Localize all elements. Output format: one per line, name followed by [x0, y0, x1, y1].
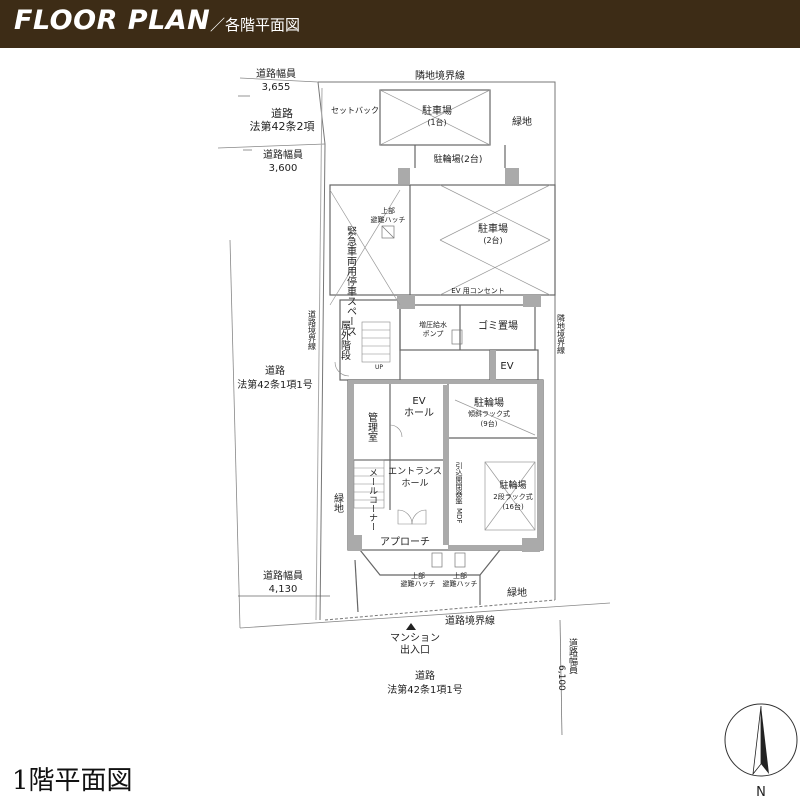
upper-hatch-2a: 上部: [411, 571, 425, 580]
entrance-hall-a: エントランス: [388, 466, 442, 477]
bicycle-16-type: 2段ラック式: [493, 492, 532, 501]
green-1-label: 緑地: [512, 115, 532, 128]
mansion-entrance-b: 出入口: [400, 643, 430, 656]
parking-2-label: 駐車場: [478, 222, 508, 235]
entrance-hall-b: ホール: [401, 478, 428, 489]
road-width-top-1: 道路幅員: [256, 67, 296, 80]
road-boundary-left: 道路境界線: [308, 309, 317, 350]
parking-2-count: (2台): [483, 235, 502, 245]
green-left-label: 緑地: [332, 492, 344, 513]
garbage-label: ゴミ置場: [478, 319, 518, 332]
stairs: [353, 321, 391, 509]
emergency-space-label: 緊急車両用停車スペース: [345, 226, 357, 336]
bicycle-16-label: 駐輪場: [499, 479, 526, 491]
bicycle-9-type: 傾斜ラック式: [468, 409, 510, 418]
road-width-top-2-value: 3,600: [269, 163, 298, 174]
upper-hatch-1a: 上部: [381, 206, 395, 215]
header-bar: FLOOR PLAN ／各階平面図: [0, 0, 800, 48]
compass-north-label: N: [756, 785, 766, 800]
green-bottom-label: 緑地: [507, 586, 527, 599]
upper-hatch-3a: 上部: [453, 571, 467, 580]
road-main-law: 法第42条1項1号: [387, 683, 462, 696]
entrance-arrow-icon: [406, 623, 416, 630]
road-boundary-bottom: 道路境界線: [445, 614, 495, 627]
booster-pump-a: 増圧給水: [419, 320, 447, 329]
floor-label: 1階平面図: [12, 766, 133, 796]
mansion-entrance-a: マンション: [390, 633, 440, 644]
parking-1-label: 駐車場: [422, 104, 452, 117]
plan-labels: 道路幅員 3,655 道路 法第42条2項 道路幅員 3,600 隣地境界線 セ…: [237, 67, 577, 696]
mail-corner-label: メールコーナー: [367, 468, 378, 531]
bicycle-9-count: (9台): [481, 419, 498, 428]
adjacent-boundary-top: 隣地境界線: [415, 69, 465, 82]
road-top-law: 法第42条2項: [250, 119, 315, 133]
parking-1-count: (1台): [427, 117, 446, 127]
road-main-label: 道路: [415, 669, 435, 682]
mdf-label: MDF: [455, 508, 463, 523]
booster-pump-b: ポンプ: [423, 330, 444, 338]
outdoor-stairs-label: 屋外階段: [339, 320, 351, 361]
road-width-top-1-value: 3,655: [262, 82, 291, 93]
ev-hall-b: ホール: [404, 407, 434, 419]
adjacent-boundary-right: 隣地境界線: [557, 313, 566, 354]
upper-hatch-1b: 避難ハッチ: [371, 215, 406, 224]
mdf-panel-label: 引込開閉器盤: [455, 461, 463, 504]
building-walls: [329, 89, 556, 613]
doors: [334, 361, 427, 525]
bicycle-9-label: 駐輪場: [474, 396, 504, 409]
hatch-boxes: [381, 225, 466, 568]
dimension-lines: [238, 95, 563, 736]
road-left-label: 道路: [265, 364, 285, 377]
ev-outlet-label: EV 用コンセント: [451, 287, 504, 295]
up-label: UP: [375, 364, 383, 371]
page-subtitle: ／各階平面図: [210, 16, 301, 34]
ev-hall-a: EV: [412, 396, 425, 407]
site-boundary: [315, 81, 556, 621]
bicycle-2-label: 駐輪場(2台): [434, 153, 483, 165]
compass-icon: N: [724, 703, 798, 800]
road-width-right: 道路幅員: [567, 637, 578, 675]
management-label: 管理室: [366, 411, 378, 442]
road-width-top-2: 道路幅員: [263, 148, 303, 161]
approach-label: アプローチ: [380, 536, 430, 548]
road-top-label: 道路: [271, 106, 293, 120]
upper-hatch-3b: 避難ハッチ: [443, 579, 478, 588]
upper-hatch-2b: 避難ハッチ: [401, 579, 436, 588]
road-width-left-value: 4,130: [269, 584, 298, 595]
road-width-left: 道路幅員: [263, 569, 303, 582]
road-width-right-value: 6,100: [556, 665, 566, 691]
road-boundary-lines: [217, 77, 611, 629]
structural-walls: [348, 168, 543, 552]
page-title: FLOOR PLAN: [14, 5, 211, 36]
ev-label: EV: [500, 361, 513, 372]
zone-markings: [329, 89, 551, 531]
setback-label: セットバック: [331, 106, 379, 115]
road-left-law: 法第42条1項1号: [237, 378, 312, 391]
bicycle-16-count: (16台): [502, 502, 524, 511]
